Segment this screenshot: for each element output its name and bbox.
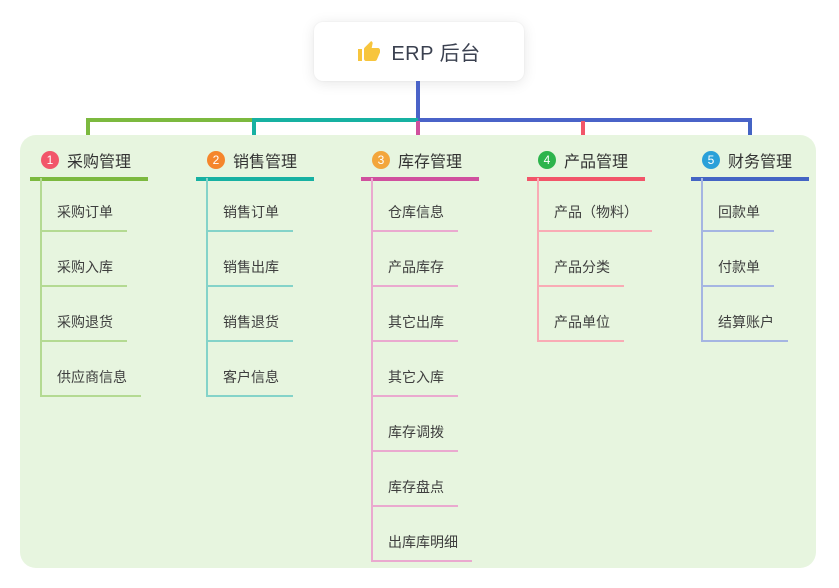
branch-children-line bbox=[40, 178, 42, 397]
child-node[interactable]: 出库库明细 bbox=[371, 532, 472, 562]
branch-children-line bbox=[701, 178, 703, 342]
child-node[interactable]: 产品（物料） bbox=[537, 202, 652, 232]
child-node[interactable]: 其它入库 bbox=[371, 367, 458, 397]
branch-node-sales[interactable]: 2 销售管理 bbox=[196, 146, 314, 181]
child-node[interactable]: 付款单 bbox=[701, 257, 774, 287]
child-node[interactable]: 结算账户 bbox=[701, 312, 788, 342]
child-node[interactable]: 客户信息 bbox=[206, 367, 293, 397]
branch-procurement: 1 采购管理 采购订单 采购入库 采购退货 供应商信息 bbox=[30, 146, 148, 397]
branch-number-badge: 5 bbox=[702, 151, 720, 169]
child-node[interactable]: 采购订单 bbox=[40, 202, 127, 232]
child-node[interactable]: 销售退货 bbox=[206, 312, 293, 342]
branch-node-finance[interactable]: 5 财务管理 bbox=[691, 146, 809, 181]
branch-children-line bbox=[537, 178, 539, 342]
branch-inventory: 3 库存管理 仓库信息 产品库存 其它出库 其它入库 库存调拨 库存盘点 出库库… bbox=[361, 146, 479, 562]
child-node[interactable]: 其它出库 bbox=[371, 312, 458, 342]
child-node[interactable]: 回款单 bbox=[701, 202, 774, 232]
child-node[interactable]: 库存调拨 bbox=[371, 422, 458, 452]
child-node[interactable]: 采购退货 bbox=[40, 312, 127, 342]
branch-number-badge: 4 bbox=[538, 151, 556, 169]
connector-root-stem bbox=[416, 81, 420, 120]
child-node[interactable]: 销售出库 bbox=[206, 257, 293, 287]
connector-bus-teal bbox=[252, 118, 418, 122]
branch-children-line bbox=[206, 178, 208, 397]
child-node[interactable]: 仓库信息 bbox=[371, 202, 458, 232]
connector-drop-inventory bbox=[416, 121, 420, 148]
child-node[interactable]: 产品库存 bbox=[371, 257, 458, 287]
branch-number-badge: 1 bbox=[41, 151, 59, 169]
connector-bus-blue bbox=[418, 118, 752, 122]
branch-title: 产品管理 bbox=[564, 154, 629, 171]
branch-title: 库存管理 bbox=[398, 154, 463, 171]
connector-bus-green bbox=[86, 118, 252, 122]
branch-title: 销售管理 bbox=[233, 154, 298, 171]
connector-drop-sales bbox=[252, 118, 256, 149]
child-node[interactable]: 采购入库 bbox=[40, 257, 127, 287]
branch-finance: 5 财务管理 回款单 付款单 结算账户 bbox=[691, 146, 809, 342]
connector-drop-finance bbox=[748, 121, 752, 148]
branch-children-line bbox=[371, 178, 373, 562]
branch-node-procurement[interactable]: 1 采购管理 bbox=[30, 146, 148, 181]
connector-drop-product bbox=[581, 121, 585, 148]
root-node-erp[interactable]: ERP 后台 bbox=[314, 22, 524, 81]
branch-title: 财务管理 bbox=[728, 154, 793, 171]
branch-product: 4 产品管理 产品（物料） 产品分类 产品单位 bbox=[527, 146, 652, 342]
child-node[interactable]: 销售订单 bbox=[206, 202, 293, 232]
branch-number-badge: 3 bbox=[372, 151, 390, 169]
thumbs-up-icon bbox=[357, 40, 381, 64]
branch-sales: 2 销售管理 销售订单 销售出库 销售退货 客户信息 bbox=[196, 146, 314, 397]
root-title: ERP 后台 bbox=[391, 43, 481, 65]
child-node[interactable]: 产品单位 bbox=[537, 312, 624, 342]
branch-title: 采购管理 bbox=[67, 154, 132, 171]
child-node[interactable]: 产品分类 bbox=[537, 257, 624, 287]
branch-node-inventory[interactable]: 3 库存管理 bbox=[361, 146, 479, 181]
branch-number-badge: 2 bbox=[207, 151, 225, 169]
child-node[interactable]: 供应商信息 bbox=[40, 367, 141, 397]
branches-panel bbox=[20, 135, 816, 568]
child-node[interactable]: 库存盘点 bbox=[371, 477, 458, 507]
connector-drop-procurement bbox=[86, 118, 90, 147]
branch-node-product[interactable]: 4 产品管理 bbox=[527, 146, 645, 181]
